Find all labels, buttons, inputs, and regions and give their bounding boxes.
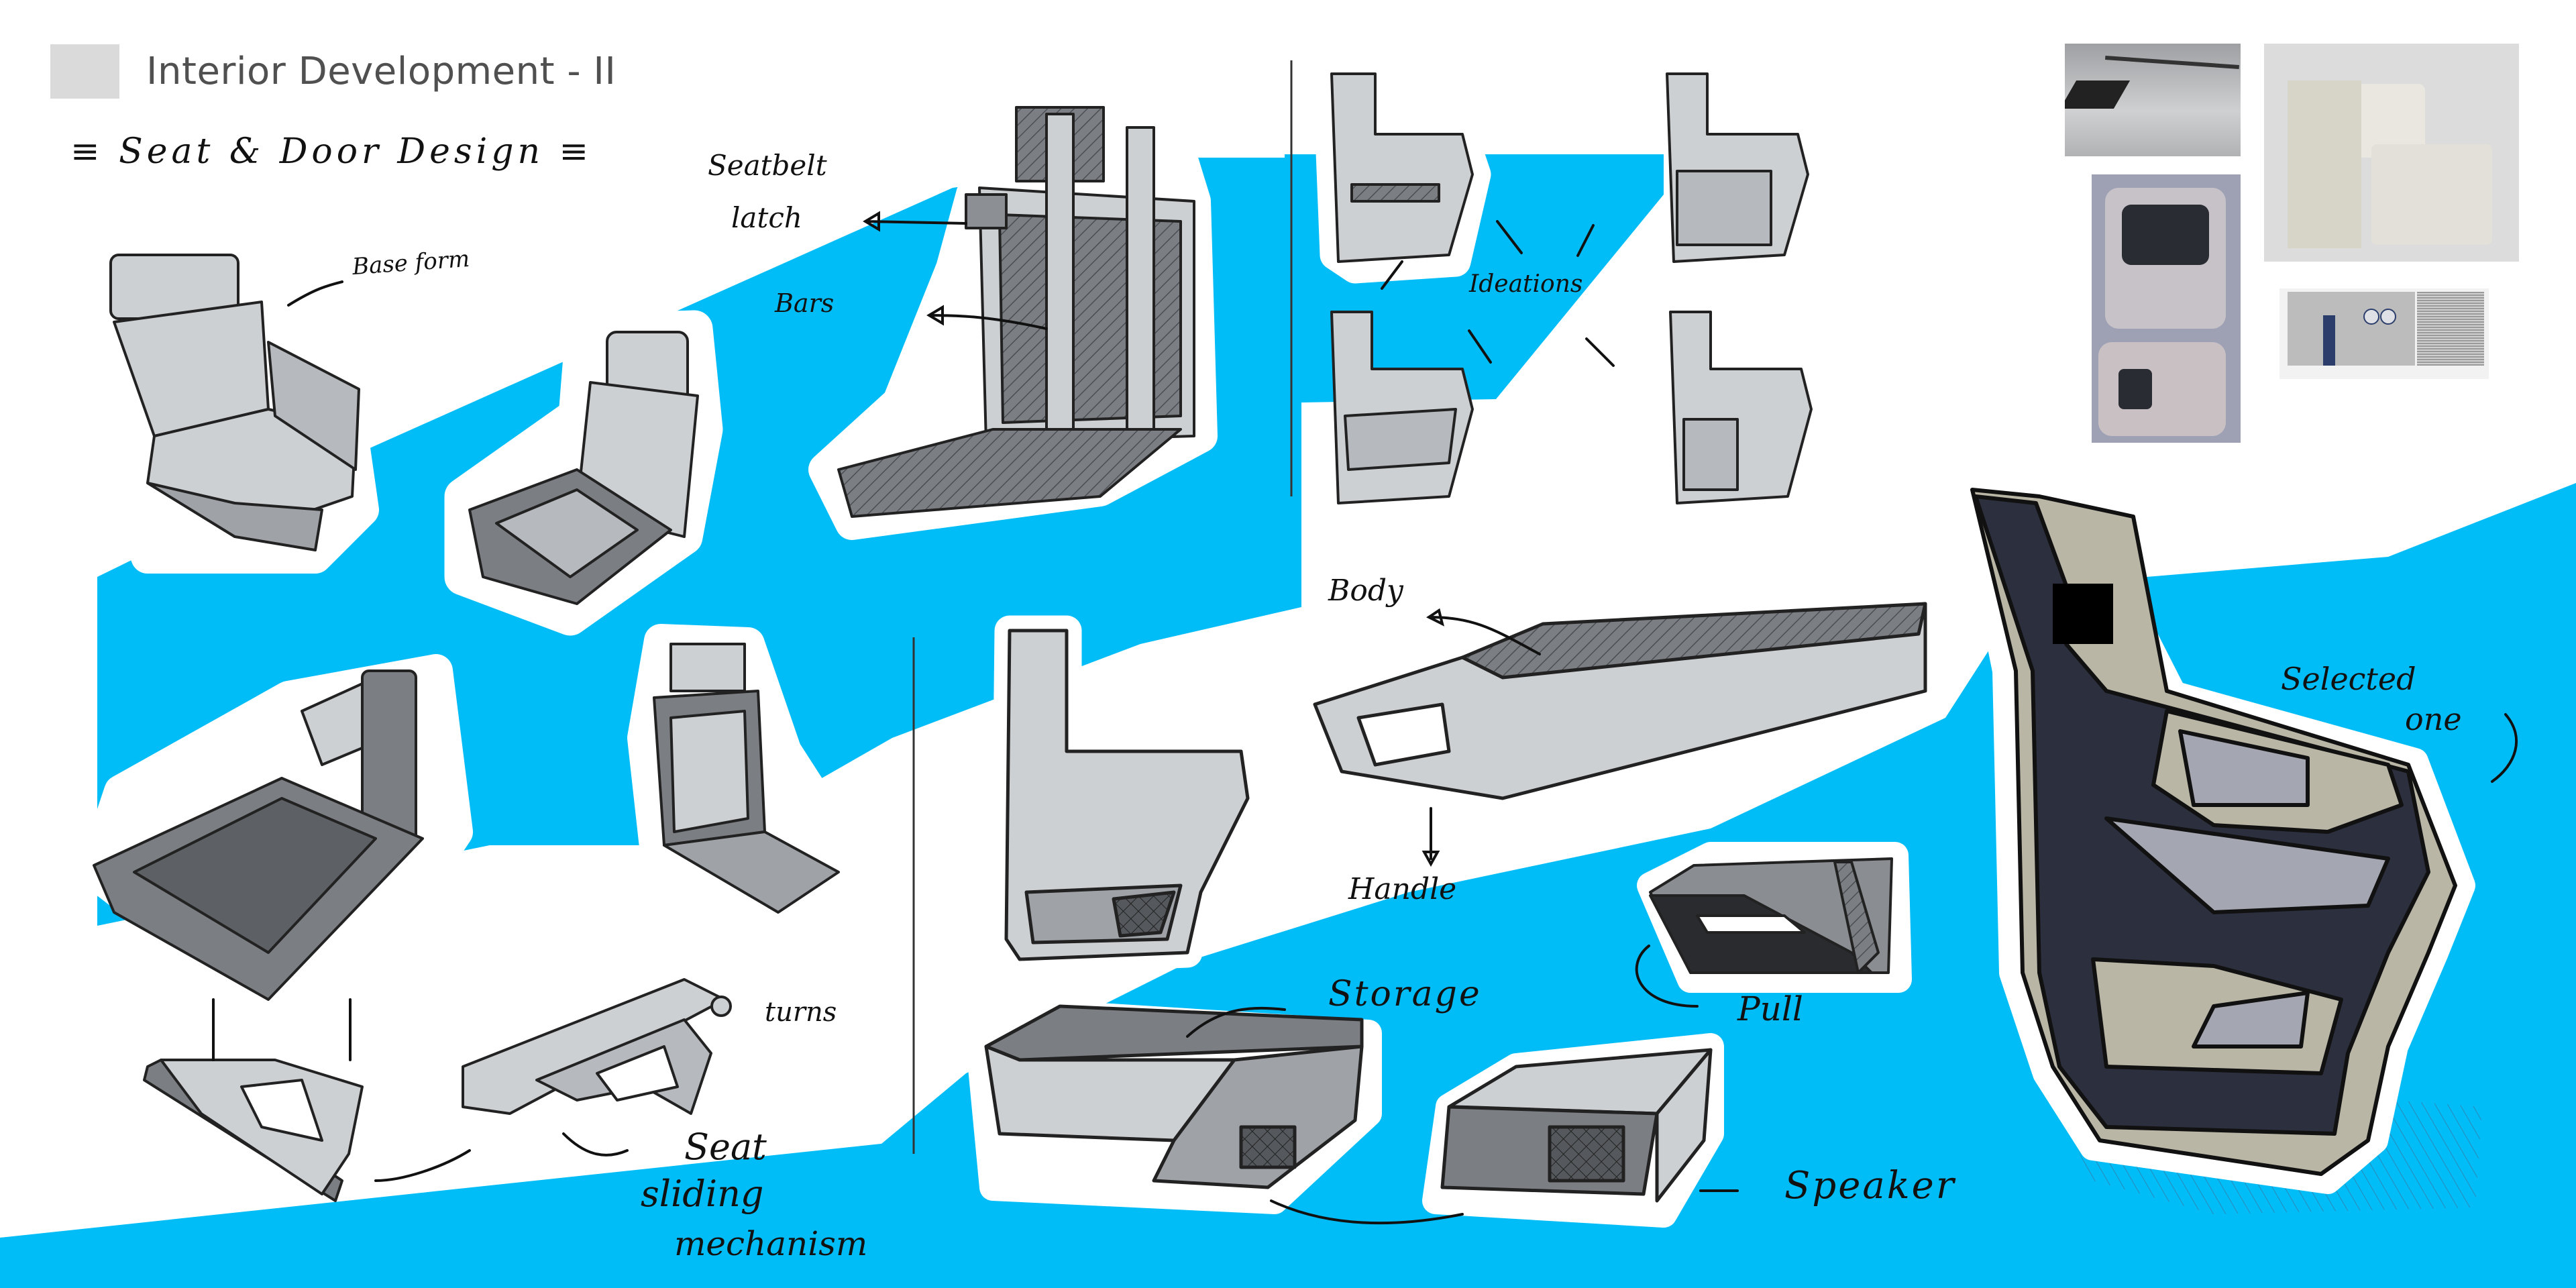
label-seat: Seat [684,1126,767,1168]
label-latch: latch [731,201,802,234]
ref-tray-upper-hole [2122,205,2209,265]
ref-tray-lower-hole [2118,369,2152,409]
annotation-arrows [212,211,2518,1225]
selected-door-panel [1955,473,2482,1214]
ref-speaker-strap [2323,315,2335,366]
ideation-3 [1330,311,1474,504]
ref-speaker-knob-2 [2380,309,2396,325]
arrow-body [1426,608,1541,655]
ref-speaker-knob-1 [2363,309,2379,325]
label-speaker: Speaker [1784,1164,1956,1208]
ref-speaker-grille [2417,292,2484,366]
label-sliding: sliding [641,1173,764,1215]
seat-rail-view [77,654,473,1023]
seat-variant-4 [627,624,862,936]
arrow-sliding-2 [562,1132,629,1157]
label-seatbelt: Seatbelt [708,149,827,182]
ref-lounge-chair [2264,44,2519,262]
sliding-rail-1 [143,1059,364,1202]
ref-chair-frame [2288,80,2361,248]
ref-storage-tray [2092,174,2241,443]
arrow-selected [2491,713,2518,783]
label-bars: Bars [775,288,835,318]
ideation-4 [1669,311,1813,504]
arrow-storage-speaker [1270,1199,1464,1225]
ideation-1 [1313,68,1491,284]
label-handle: Handle [1348,872,1457,906]
pull-handle [1637,842,1912,993]
arrow-base-form [287,280,343,307]
arrow-handle [1421,807,1440,867]
speaker-pod [1422,1033,1724,1228]
accent-band-bottom-left [0,1140,912,1288]
label-pull: Pull [1737,989,1803,1028]
board-header: Interior Development - II [50,44,616,99]
accent-band-bottom [0,483,2576,1288]
label-ideations: Ideations [1469,270,1583,298]
arrow-ideation-2 [1576,224,1595,257]
label-selected: Selected [2281,661,2416,697]
label-mechanism: mechanism [674,1224,868,1263]
arrow-storage [1186,1006,1286,1038]
arrow-bars [926,305,1048,330]
armrest-body [1313,602,1927,800]
label-body: Body [1328,574,1403,608]
door-panel-sketch [991,615,1263,975]
storage-bin [966,1000,1382,1214]
label-one: one [2405,701,2462,737]
arrow-latch [863,211,967,232]
arrow-ideation-3 [1381,260,1492,364]
ref-chair-seat [2371,144,2492,245]
section-subtitle: ≡ Seat & Door Design ≡ [70,131,593,172]
ref-door-handle [2065,44,2241,156]
ideation-2 [1666,72,1809,263]
base-form-seat [91,231,379,574]
ref-speaker-body [2288,292,2415,366]
arrow-sliding-1 [374,1149,471,1182]
title-swatch [50,44,119,99]
ref-door-handle-detail [2065,80,2131,109]
arrow-ideation-4 [1585,337,1615,367]
arrow-ideation-1 [1496,220,1523,254]
label-turns: turns [765,997,837,1028]
seatbelt-seat [808,91,1218,540]
ref-speaker-box [2279,288,2489,379]
seat-variant-2 [444,310,723,636]
arrow-pull [1635,945,1699,1008]
sliding-rail-2 [462,978,732,1115]
ref-tray-lower [2098,342,2226,436]
ref-door-handle-chrome [2105,56,2239,69]
label-storage: Storage [1328,974,1482,1014]
page-title: Interior Development - II [146,50,616,93]
